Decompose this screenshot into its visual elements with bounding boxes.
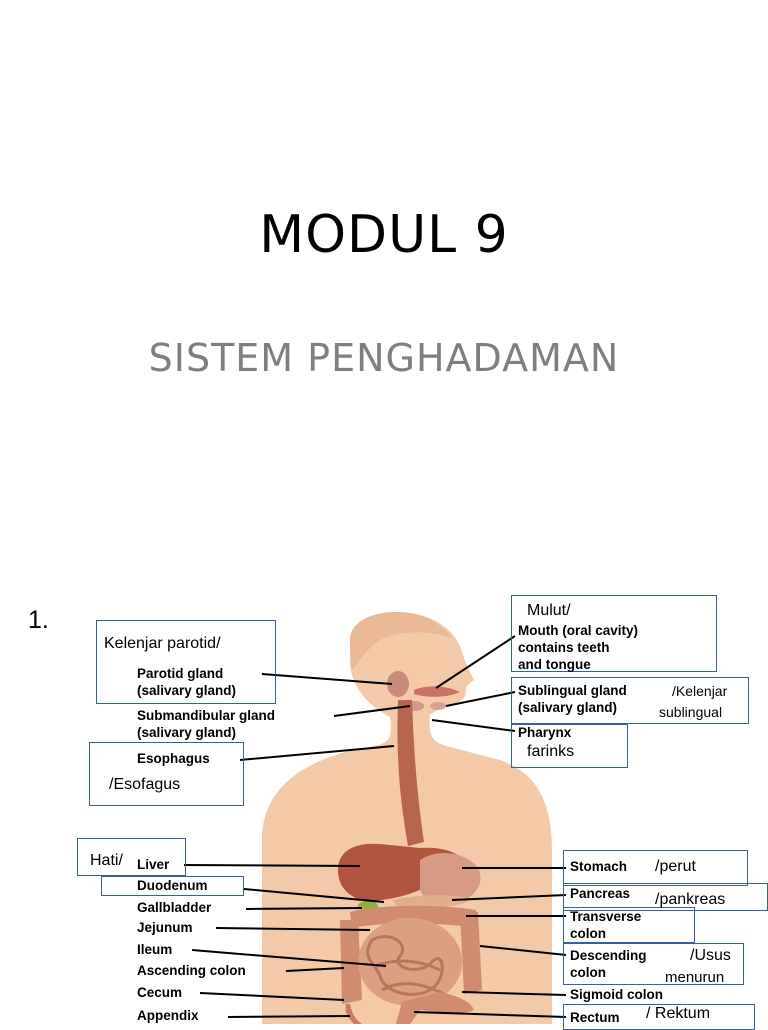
intestine-loops-2 bbox=[375, 959, 445, 996]
slide-title: MODUL 9 bbox=[259, 205, 509, 265]
sigmoid-colon-shape bbox=[396, 992, 474, 1024]
parotid-box bbox=[96, 620, 276, 704]
malay-descending-1: /Usus bbox=[690, 947, 731, 964]
cecum-label: Cecum bbox=[137, 985, 183, 1000]
malay-rectum: / Rektum bbox=[646, 1005, 711, 1022]
sublingual-gland-label: Sublingual gland(salivary gland) bbox=[518, 683, 627, 715]
pancreas-label: Pancreas bbox=[570, 886, 631, 901]
esophagus-label: Esophagus bbox=[137, 751, 210, 766]
parotid-gland-shape bbox=[387, 671, 409, 697]
malay-parotid: Kelenjar parotid/ bbox=[104, 635, 221, 652]
appendix-shape bbox=[345, 1004, 362, 1024]
duodenum-box bbox=[101, 876, 244, 896]
parotid-gland-label: Parotid gland(salivary gland) bbox=[137, 666, 237, 698]
gallbladder-label: Gallbladder bbox=[137, 900, 212, 915]
malay-stomach: /perut bbox=[655, 858, 696, 875]
sublingual-gland-shape bbox=[430, 702, 446, 710]
submandibular-gland-label: Submandibular gland(salivary gland) bbox=[137, 708, 276, 740]
jejunum-label: Jejunum bbox=[137, 920, 193, 935]
transverse-box bbox=[563, 907, 695, 943]
hair-shape bbox=[350, 612, 452, 670]
liver-label: Liver bbox=[137, 857, 170, 872]
tongue-shape bbox=[414, 686, 460, 697]
stomach-box bbox=[563, 850, 748, 886]
sigmoid-colon-label: Sigmoid colon bbox=[570, 987, 663, 1002]
ascending-colon-label: Ascending colon bbox=[137, 963, 246, 978]
malay-mouth: Mulut/ bbox=[527, 602, 571, 619]
malay-esophagus: /Esofagus bbox=[109, 776, 181, 793]
duodenum-label: Duodenum bbox=[137, 878, 208, 893]
mouth-box bbox=[511, 595, 717, 672]
malay-pharynx: farinks bbox=[527, 743, 575, 760]
slide-subtitle: SISTEM PENGHADAMAN bbox=[148, 336, 620, 380]
rectum-label: Rectum bbox=[570, 1010, 620, 1025]
descending-box bbox=[563, 943, 744, 985]
esophagus-shape bbox=[397, 700, 424, 846]
stomach-label: Stomach bbox=[570, 859, 628, 874]
malay-sublingual-1: /Kelenjar bbox=[672, 683, 728, 699]
esophagus-box bbox=[89, 742, 244, 806]
ascending-colon-shape bbox=[340, 920, 362, 1004]
malay-liver: Hati/ bbox=[90, 852, 123, 869]
liver-box bbox=[77, 838, 186, 876]
descending-colon-shape bbox=[460, 912, 482, 994]
ileum-label: Ileum bbox=[137, 942, 173, 957]
malay-sublingual-2: sublingual bbox=[659, 704, 723, 720]
stomach-shape bbox=[420, 853, 481, 905]
malay-pancreas: /pankreas bbox=[655, 891, 726, 908]
item-number: 1. bbox=[28, 606, 49, 634]
transverse-colon-shape bbox=[350, 905, 478, 928]
pharynx-label: Pharynx bbox=[518, 725, 572, 740]
pharynx-box bbox=[511, 724, 628, 768]
sublingual-box bbox=[511, 677, 749, 724]
malay-descending-2: menurun bbox=[665, 969, 725, 986]
intestine-loops bbox=[366, 935, 444, 996]
appendix-label: Appendix bbox=[137, 1008, 199, 1023]
